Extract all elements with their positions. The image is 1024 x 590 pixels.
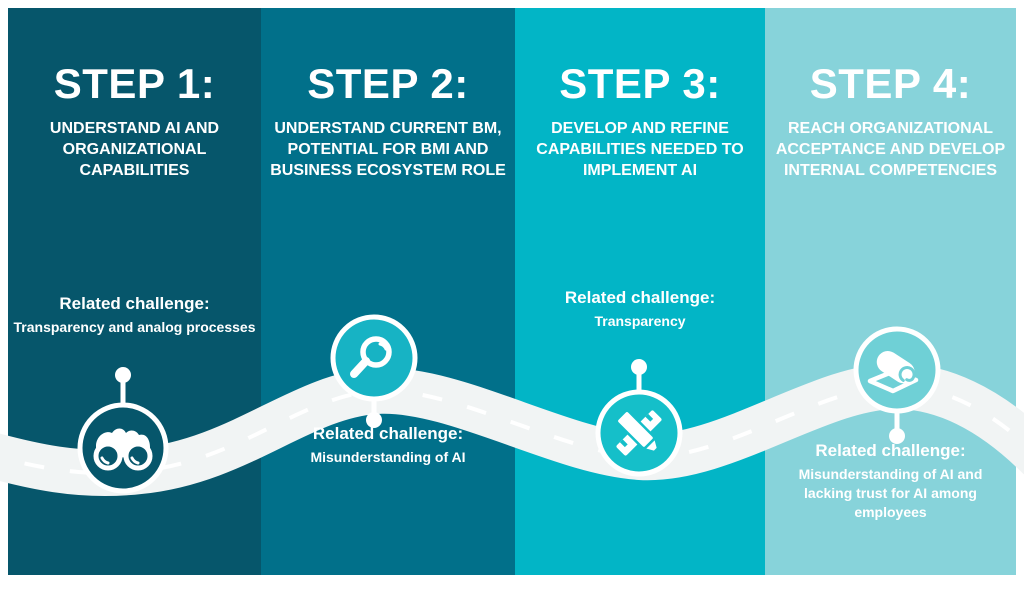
step-2-subtitle: UNDERSTAND CURRENT BM, POTENTIAL FOR BMI… (270, 120, 506, 179)
step-4-subtitle: REACH ORGANIZATIONAL ACCEPTANCE AND DEVE… (775, 120, 1006, 179)
challenge-text: Misunderstanding of AI (310, 449, 466, 465)
challenge-heading: Related challenge: (312, 424, 464, 443)
step-2-title: STEP 2: (307, 60, 469, 107)
challenge-text: Transparency and analog processes (13, 319, 256, 335)
challenge-heading: Related challenge: (59, 294, 210, 313)
step-4-title: STEP 4: (809, 60, 972, 107)
challenge-heading: Related challenge: (564, 288, 716, 307)
challenge-heading: Related challenge: (815, 441, 966, 460)
step-column-1: STEP 1: UNDERSTAND AI AND ORGANIZATIONAL… (8, 8, 261, 575)
step-3-subtitle: DEVELOP AND REFINE CAPABILITIES NEEDED T… (536, 120, 744, 179)
challenge-text: Misunderstanding of AI and lacking trust… (798, 466, 983, 520)
step-column-2: STEP 2: UNDERSTAND CURRENT BM, POTENTIAL… (261, 8, 515, 575)
step-3-challenge: Related challenge: Transparency (515, 288, 765, 331)
challenge-text: Transparency (594, 313, 686, 329)
step-4-challenge: Related challenge: Misunderstanding of A… (765, 441, 1016, 522)
step-1-title: STEP 1: (53, 60, 216, 107)
step-3-title: STEP 3: (559, 60, 721, 107)
step-1-challenge: Related challenge: Transparency and anal… (8, 294, 261, 337)
step-2-challenge: Related challenge: Misunderstanding of A… (261, 424, 515, 467)
step-1-subtitle: UNDERSTAND AI AND ORGANIZATIONAL CAPABIL… (49, 120, 220, 179)
